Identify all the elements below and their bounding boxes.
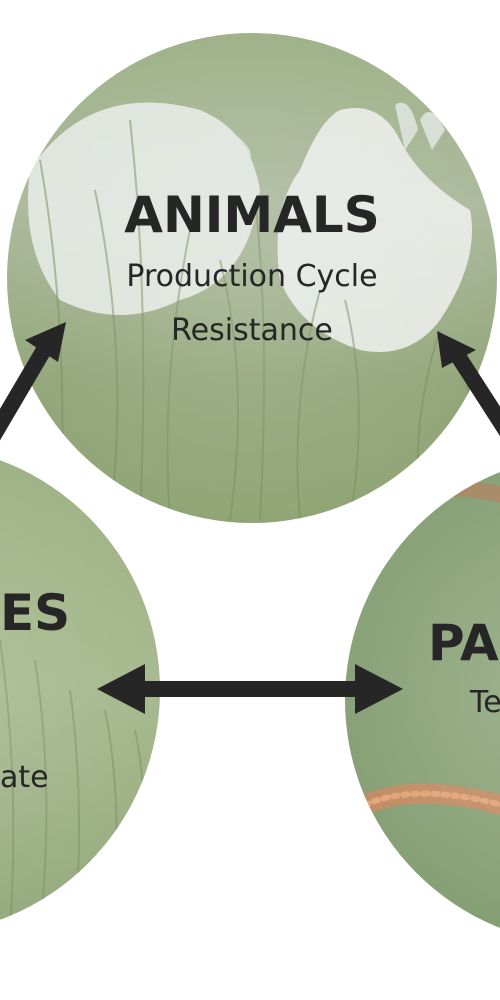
animals-photo: [7, 33, 497, 523]
animals-node: ANIMALS Production Cycle Resistance: [7, 33, 497, 523]
pastures-line2: ate: [0, 760, 49, 795]
parasites-line1: Te: [469, 685, 500, 720]
animals-line2: Resistance: [171, 313, 333, 348]
arrows: [0, 322, 500, 714]
animals-title: ANIMALS: [124, 186, 379, 244]
pastures-title: ES: [0, 584, 70, 642]
arrow-pastures-parasites: [97, 664, 403, 714]
arrow-pastures-to-animals: [0, 322, 66, 441]
parasites-title: PA: [428, 614, 499, 672]
animals-line1: Production Cycle: [126, 259, 377, 294]
arrow-parasites-to-animals: [437, 331, 500, 437]
